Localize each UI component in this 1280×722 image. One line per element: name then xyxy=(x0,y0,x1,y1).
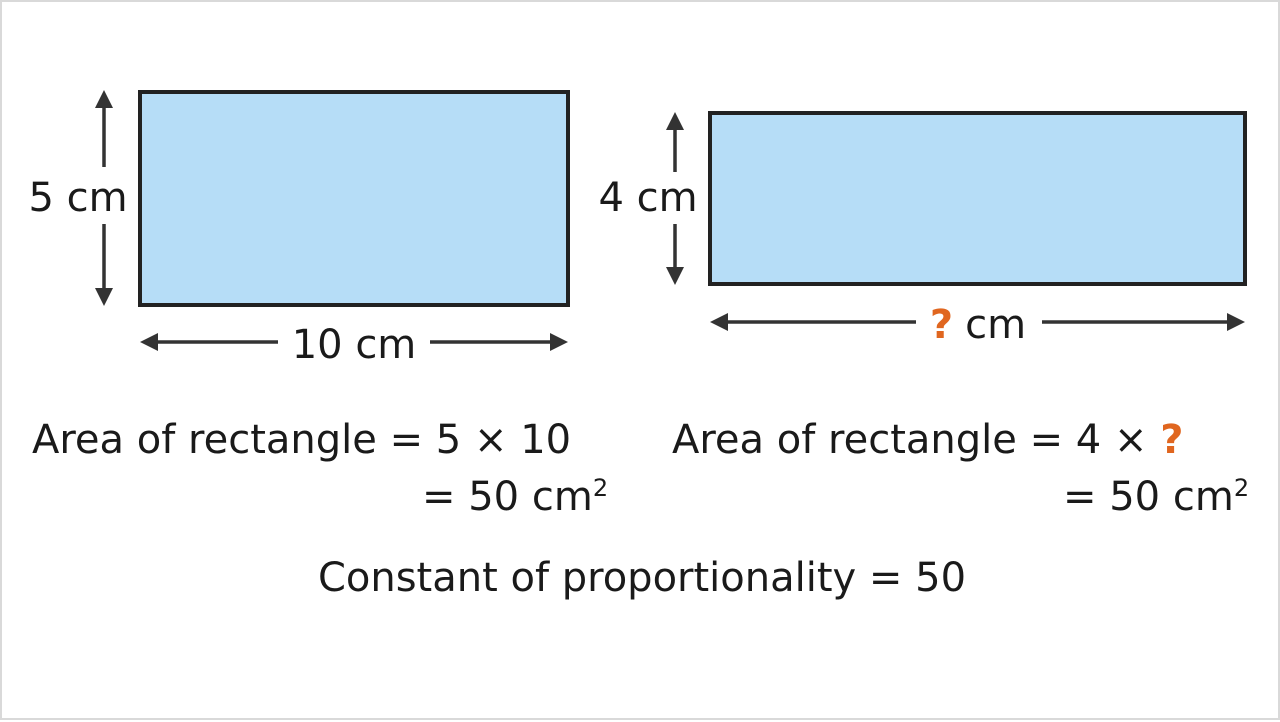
left-width-arrow xyxy=(140,333,568,351)
left-height-label: 5 cm xyxy=(28,175,127,221)
right-rectangle xyxy=(708,111,1247,286)
left-area-line1: Area of rectangle = 5 × 10 xyxy=(32,417,572,463)
left-area-equation: Area of rectangle = 5 × 10 xyxy=(32,420,571,460)
right-area-unknown: ? xyxy=(1160,417,1184,463)
constant-statement: Constant of proportionality = 50 xyxy=(2,558,1280,598)
right-width-unit: cm xyxy=(965,302,1026,348)
right-height-label: 4 cm xyxy=(598,175,697,221)
left-rectangle xyxy=(138,90,570,307)
right-area-line2: = 50 cm xyxy=(1063,474,1234,520)
left-area-result: = 50 cm2 xyxy=(422,476,608,517)
right-height-arrow xyxy=(666,112,684,285)
right-area-line1-prefix: Area of rectangle = 4 × xyxy=(672,417,1148,463)
left-width-label: 10 cm xyxy=(292,322,417,368)
left-height-arrow xyxy=(95,90,113,306)
right-width-label: ? cm xyxy=(930,302,1026,348)
constant-line: Constant of proportionality = 50 xyxy=(317,555,967,601)
right-width-unknown: ? xyxy=(930,302,953,348)
right-area-result: = 50 cm2 xyxy=(1063,476,1249,517)
left-area-power: 2 xyxy=(592,474,609,502)
right-width-arrow xyxy=(710,313,1245,331)
right-area-power: 2 xyxy=(1233,474,1250,502)
right-area-equation: Area of rectangle = 4 × ? xyxy=(672,420,1183,460)
left-area-line2: = 50 cm xyxy=(422,474,593,520)
